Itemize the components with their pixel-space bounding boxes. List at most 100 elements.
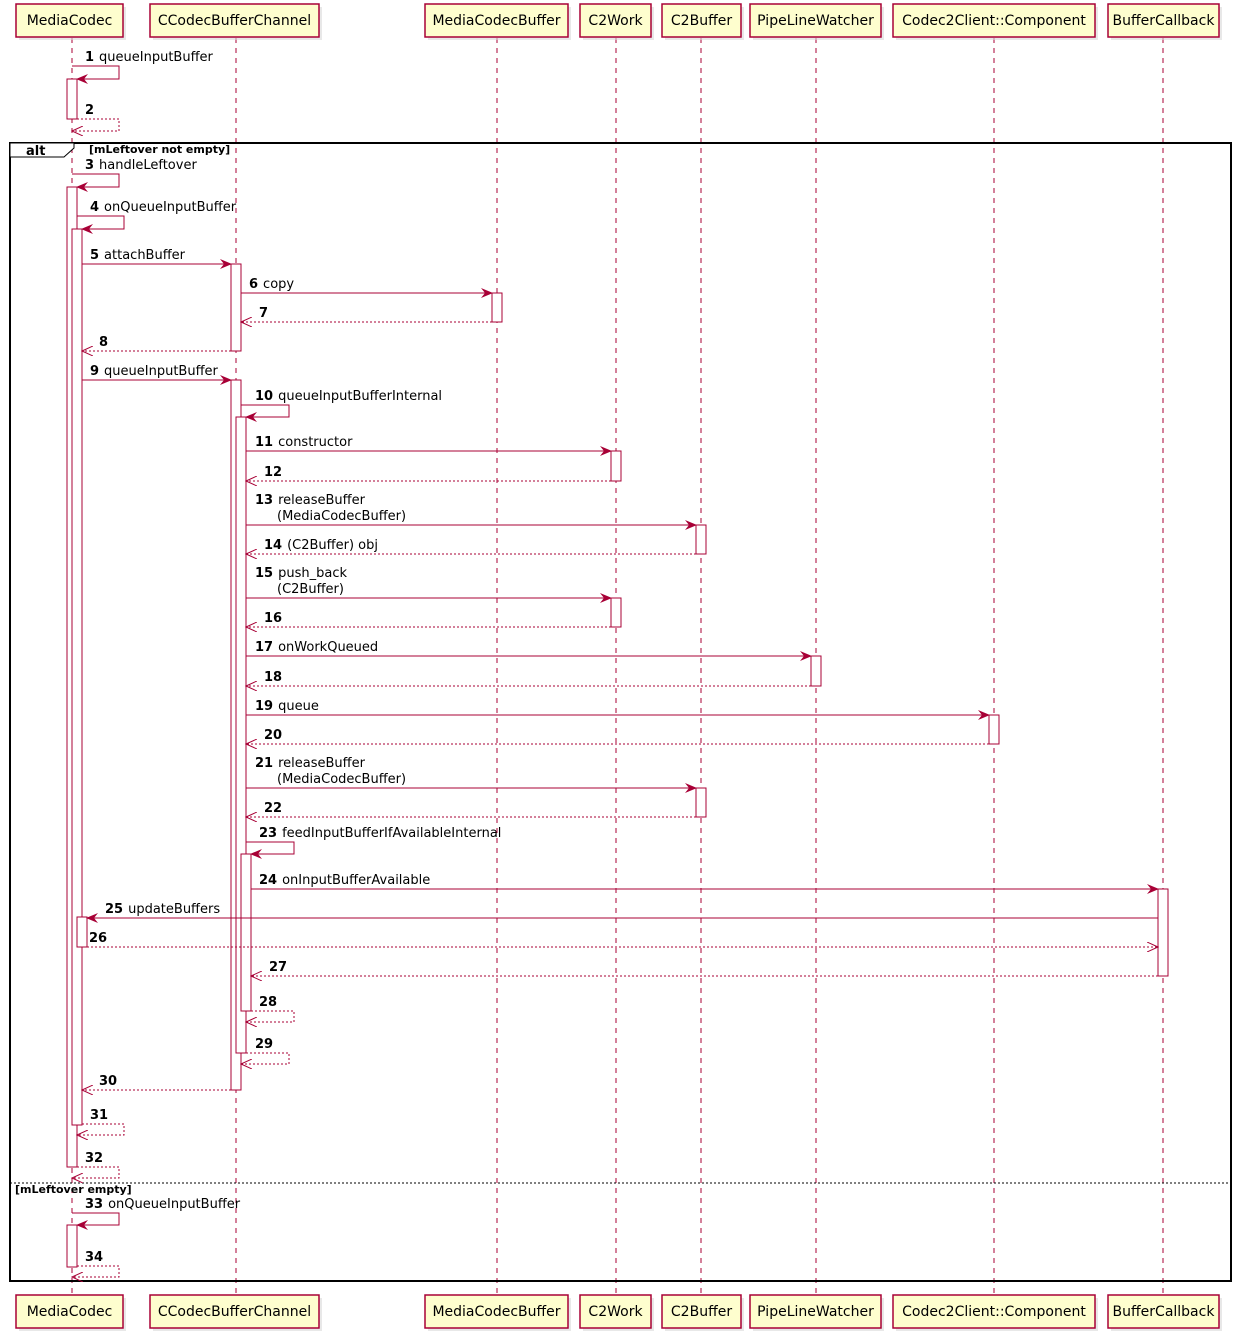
message-label: queueInputBuffer (99, 50, 214, 65)
activation-c2b (695, 787, 707, 818)
svg-text:16: 16 (264, 611, 282, 626)
message-10: 10 queueInputBufferInternal (241, 389, 442, 422)
activation-cbc (230, 263, 242, 352)
message-23: 23 feedInputBufferIfAvailableInternal (246, 826, 501, 859)
alt-guard-1: [mLeftover not empty] (89, 143, 230, 156)
svg-text:8: 8 (99, 335, 108, 350)
message-27: 27 (251, 960, 1158, 976)
svg-text:20: 20 (264, 728, 282, 743)
message-number: 17 (255, 640, 273, 655)
message-number: 34 (85, 1250, 103, 1265)
participant-label: MediaCodec (27, 1304, 113, 1320)
message-label: copy (263, 277, 294, 292)
participant-label: BufferCallback (1113, 13, 1216, 29)
participant-cbc-top: CCodecBufferChannel (149, 3, 322, 40)
svg-text:31: 31 (90, 1108, 108, 1123)
message-label: queueInputBuffer (104, 364, 219, 379)
participant-plw-bottom: PipeLineWatcher (749, 1294, 884, 1331)
message-31: 31 (77, 1108, 125, 1135)
message-label: updateBuffers (128, 902, 220, 917)
participant-label: PipeLineWatcher (757, 13, 874, 29)
message-32: 32 (72, 1151, 120, 1178)
activation-mc (66, 1224, 78, 1268)
message-label: onWorkQueued (278, 640, 378, 655)
message-label: queue (278, 699, 319, 714)
participant-label: BufferCallback (1113, 1304, 1216, 1320)
call-arrow (72, 1212, 120, 1230)
message-label: attachBuffer (104, 248, 186, 263)
activation-c2w (610, 450, 622, 482)
message-3: 3 handleLeftover (72, 158, 197, 192)
activation-mc (76, 916, 88, 948)
message-number: 16 (264, 611, 282, 626)
message-number: 13 (255, 493, 273, 508)
activation-c2w (610, 597, 622, 628)
message-number: 10 (255, 389, 273, 404)
message-1: 1 queueInputBuffer (72, 50, 214, 84)
message-number: 19 (255, 699, 273, 714)
activation-mcb (491, 292, 503, 323)
message-12: 12 (246, 465, 611, 481)
return-arrow (72, 118, 120, 131)
participant-bcb-top: BufferCallback (1107, 3, 1222, 40)
alt-keyword: alt (26, 144, 45, 159)
message-label: queueInputBufferInternal (278, 389, 442, 404)
svg-text:27: 27 (269, 960, 287, 975)
message-number: 25 (105, 902, 123, 917)
svg-text:32: 32 (85, 1151, 103, 1166)
message-number: 28 (259, 995, 277, 1010)
activation-mc (66, 78, 78, 120)
message-number: 31 (90, 1108, 108, 1123)
svg-text:2: 2 (85, 103, 94, 118)
participant-c2w-bottom: C2Work (579, 1294, 654, 1331)
participant-label: CCodecBufferChannel (158, 1304, 311, 1320)
message-label: releaseBuffer (278, 493, 366, 508)
message-18: 18 (246, 670, 811, 686)
participant-c2w-top: C2Work (579, 3, 654, 40)
participant-bcb-bottom: BufferCallback (1107, 1294, 1222, 1331)
message-label: releaseBuffer (278, 756, 366, 771)
message-label: feedInputBufferIfAvailableInternal (282, 826, 501, 841)
message-25: 25 updateBuffers (86, 902, 1158, 923)
activation-cbc (235, 416, 247, 1054)
message-number: 1 (85, 50, 94, 65)
svg-text:22: 22 (264, 801, 282, 816)
message-label-line2: (MediaCodecBuffer) (277, 772, 406, 787)
message-number: 29 (255, 1037, 273, 1052)
message-19: 19 queue (246, 699, 990, 720)
message-number: 3 (85, 158, 94, 173)
message-number: 24 (259, 873, 277, 888)
participant-c2b-top: C2Buffer (661, 3, 744, 40)
message-label: handleLeftover (99, 158, 197, 173)
message-number: 4 (90, 200, 99, 215)
message-number: 23 (259, 826, 277, 841)
participant-mc-top: MediaCodec (15, 3, 126, 40)
svg-text:29: 29 (255, 1037, 273, 1052)
message-number: 11 (255, 435, 273, 450)
message-number: 7 (259, 306, 268, 321)
activation-plw (810, 655, 822, 687)
return-arrow (72, 1166, 120, 1178)
message-number: 30 (99, 1074, 117, 1089)
message-number: 33 (85, 1197, 103, 1212)
message-number: 26 (89, 931, 107, 946)
svg-text:26: 26 (89, 931, 107, 946)
activation-c2b (695, 524, 707, 555)
return-arrow (246, 1010, 295, 1022)
message-number: 18 (264, 670, 282, 685)
activation-comp (988, 714, 1000, 745)
participant-comp-top: Codec2Client::Component (892, 3, 1098, 40)
message-number: 14 (264, 538, 282, 553)
return-arrow (241, 1052, 290, 1064)
